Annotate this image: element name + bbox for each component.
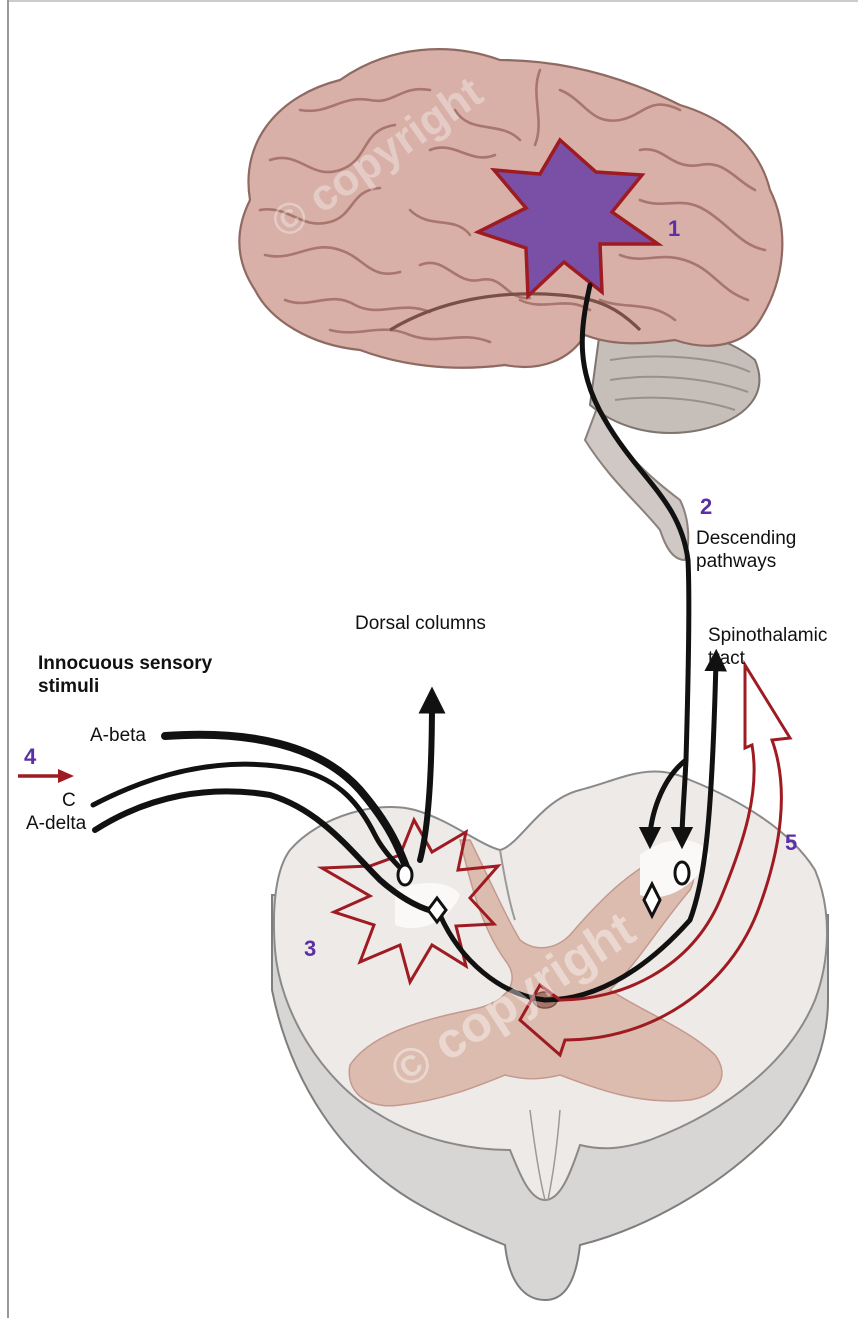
- label-number-3: 3: [304, 936, 316, 962]
- label-descending-pathways: Descending pathways: [696, 527, 796, 573]
- label-number-2: 2: [700, 494, 712, 520]
- red-stimulus-arrow: [18, 769, 74, 783]
- brain: [239, 49, 782, 560]
- label-number-5: 5: [785, 830, 797, 856]
- label-number-1: 1: [668, 216, 680, 242]
- label-number-4: 4: [24, 744, 36, 770]
- label-c: C: [62, 789, 76, 812]
- label-innocuous-stimuli: Innocuous sensory stimuli: [38, 652, 212, 698]
- label-spinothalamic-tract: Spinothalamic tract: [708, 624, 827, 670]
- label-a-delta: A-delta: [26, 812, 86, 835]
- label-a-beta: A-beta: [90, 724, 146, 747]
- label-dorsal-columns: Dorsal columns: [355, 612, 486, 635]
